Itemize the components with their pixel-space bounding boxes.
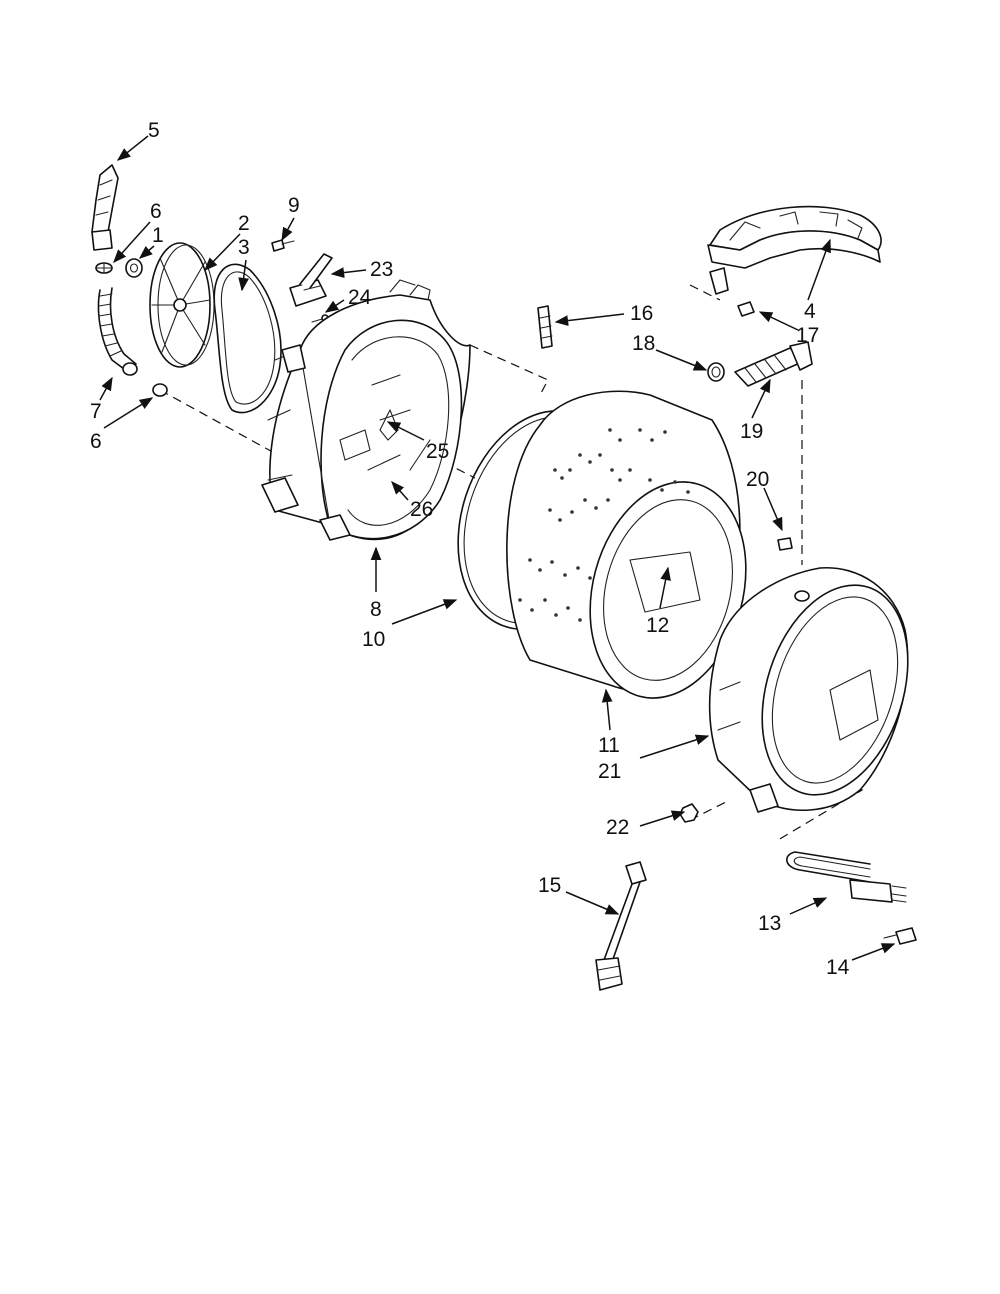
callout-25: 25 xyxy=(426,440,449,463)
part-spring-hook xyxy=(537,305,553,349)
part-outer-tub-front xyxy=(708,567,909,813)
callout-23: 23 xyxy=(370,258,393,281)
callout-18: 18 xyxy=(632,332,655,355)
part-nut-14 xyxy=(883,927,917,945)
callout-5: 5 xyxy=(148,119,160,142)
part-shock-absorber xyxy=(595,861,647,991)
part-wash-basket xyxy=(506,390,747,699)
part-clip-20 xyxy=(777,537,793,551)
part-drive-belt xyxy=(213,263,282,414)
callout-6b: 6 xyxy=(90,430,102,453)
part-pulley xyxy=(149,242,215,368)
callout-1: 1 xyxy=(152,224,164,247)
callout-24: 24 xyxy=(348,286,372,309)
callout-19: 19 xyxy=(740,420,763,443)
callout-21: 21 xyxy=(598,760,621,783)
callout-22: 22 xyxy=(606,816,629,839)
callout-3: 3 xyxy=(238,236,250,259)
callout-17: 17 xyxy=(796,324,819,347)
part-bracket xyxy=(289,253,333,323)
callout-26: 26 xyxy=(410,498,433,521)
callout-9: 9 xyxy=(288,194,300,217)
leader-arrows xyxy=(99,135,896,961)
callout-20: 20 xyxy=(746,468,769,491)
callout-15: 15 xyxy=(538,874,561,897)
callout-10: 10 xyxy=(362,628,385,651)
part-hose-clamp xyxy=(707,362,725,382)
part-vent-hose xyxy=(734,341,813,387)
part-screw-17 xyxy=(737,301,755,317)
part-heater-element xyxy=(786,851,907,903)
part-spring-hose xyxy=(97,287,168,397)
callout-4: 4 xyxy=(804,300,816,323)
callout-14: 14 xyxy=(826,956,850,979)
callout-7: 7 xyxy=(90,400,102,423)
callout-2: 2 xyxy=(238,212,250,235)
alignment-lines xyxy=(159,284,864,841)
callout-12: 12 xyxy=(646,614,669,637)
callout-labels: 5 6 1 2 3 9 23 24 16 4 17 18 19 7 6 25 2… xyxy=(90,119,850,979)
part-tub-cover xyxy=(707,205,882,295)
part-screw xyxy=(271,239,295,252)
callout-16: 16 xyxy=(630,302,653,325)
callout-6: 6 xyxy=(150,200,162,223)
callout-8: 8 xyxy=(370,598,382,621)
part-outer-tub-rear xyxy=(261,279,471,541)
part-hose-fitting xyxy=(91,164,119,251)
callout-13: 13 xyxy=(758,912,781,935)
part-washer-nut xyxy=(95,258,143,278)
callout-11: 11 xyxy=(598,734,620,757)
